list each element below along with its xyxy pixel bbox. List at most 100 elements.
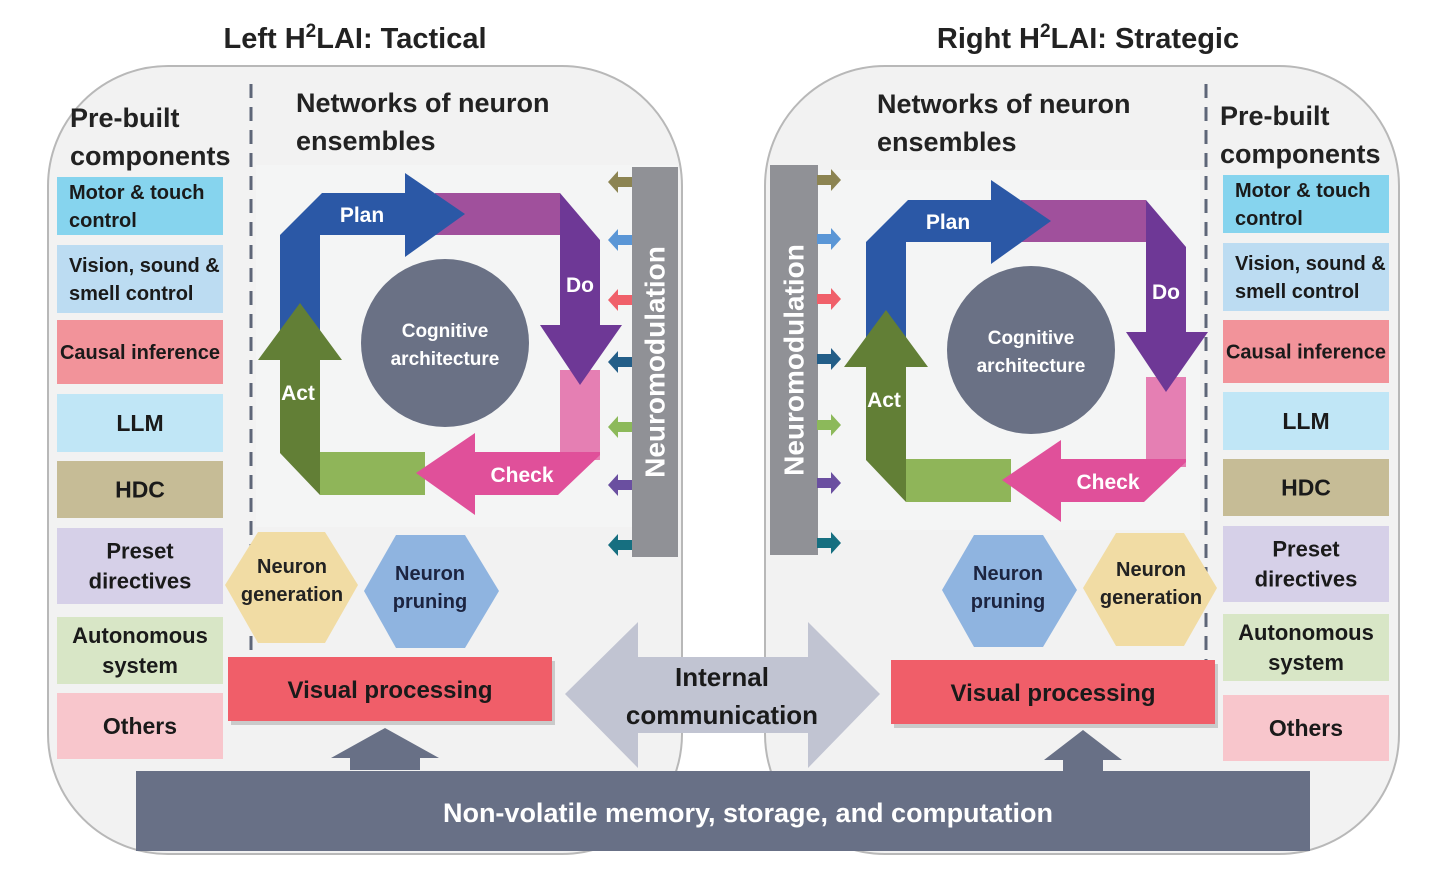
left-visual-processing: Visual processing	[228, 657, 555, 725]
component-label: LLM	[1282, 408, 1329, 434]
left-visual-processing-box	[228, 657, 552, 721]
act-tail	[906, 459, 1011, 502]
neuromodulation-arrow	[608, 229, 632, 251]
neuromodulation-arrow	[817, 348, 841, 370]
neuromodulation-arrow	[608, 474, 632, 496]
neuromodulation-arrow	[817, 414, 841, 436]
component-label: Others	[103, 713, 177, 739]
component-label: smell control	[1235, 281, 1359, 303]
component-box	[57, 320, 223, 384]
left-neuron-generation-hexagon	[225, 532, 358, 643]
component-label: system	[1268, 650, 1344, 675]
component-label: control	[1235, 208, 1303, 230]
cognitive-architecture-label-1: Cognitive	[988, 328, 1075, 349]
neuromodulation-arrow	[817, 169, 841, 191]
component-label: Autonomous	[72, 623, 208, 648]
right-title: Right H2LAI: Strategic	[937, 21, 1239, 55]
left-visual-processing-label: Visual processing	[288, 677, 493, 704]
memory-bar-box	[136, 771, 1310, 851]
neuromodulation-arrow	[817, 288, 841, 310]
component-label: Preset	[106, 539, 174, 564]
act-arrow	[844, 310, 928, 502]
component-label: HDC	[115, 477, 165, 503]
internal-communication-arrow	[565, 622, 880, 768]
left-component-preset-directives: Preset directives	[57, 528, 223, 604]
act-tail	[320, 452, 425, 495]
cognitive-architecture-label-2: architecture	[977, 356, 1086, 377]
left-component-vision-sound-smell-control: Vision, sound & smell control	[57, 245, 223, 313]
neuromodulation-arrow	[608, 534, 632, 556]
right-neuron-generation-hexagon	[1083, 533, 1217, 646]
component-label: directives	[89, 569, 192, 594]
left-neuromodulation-arrows	[608, 171, 632, 556]
memory-bar-label: Non-volatile memory, storage, and comput…	[443, 798, 1053, 828]
right-component-motor-touch-control: Motor & touch control	[1223, 175, 1389, 233]
left-component-others: Others	[57, 693, 223, 759]
component-label: Vision, sound &	[69, 255, 220, 277]
component-box	[1223, 695, 1389, 761]
left-component-hdc: HDC	[57, 461, 223, 518]
right-visual-processing-label: Visual processing	[951, 680, 1156, 707]
cognitive-architecture-label-2: architecture	[391, 349, 500, 370]
neuromodulation-arrow	[817, 532, 841, 554]
component-label: Motor & touch	[1235, 180, 1371, 202]
right-memory-up-arrow	[1044, 730, 1122, 772]
component-label: control	[69, 210, 137, 232]
component-box	[1223, 459, 1389, 516]
component-box	[57, 245, 223, 313]
right-neuromodulation: Neuromodulation	[770, 165, 841, 555]
neuromodulation-arrow	[608, 416, 632, 438]
check-arrow	[1002, 440, 1186, 522]
right-visual-processing: Visual processing	[891, 660, 1218, 728]
memory-bar: Non-volatile memory, storage, and comput…	[136, 771, 1310, 851]
right-visual-processing-box	[891, 660, 1215, 724]
component-box	[57, 394, 223, 452]
right-component-causal-inference: Causal inference	[1223, 320, 1389, 383]
check-tail	[1146, 377, 1186, 467]
right-component-hdc: HDC	[1223, 459, 1389, 516]
right-component-llm: LLM	[1223, 392, 1389, 450]
left-neuromodulation: Neuromodulation	[608, 167, 678, 557]
cognitive-architecture-circle	[361, 259, 529, 427]
right-component-vision-sound-smell-control: Vision, sound & smell control	[1223, 243, 1389, 311]
right-neuron-pruning-hexagon	[942, 535, 1077, 647]
right-neuromodulation-label: Neuromodulation	[779, 244, 810, 476]
component-label: smell control	[69, 283, 193, 305]
do-arrow	[1126, 200, 1208, 392]
left-neuromodulation-label: Neuromodulation	[640, 246, 671, 478]
right-component-autonomous-system: Autonomous system	[1223, 614, 1389, 681]
do-arrow	[540, 193, 622, 385]
act-label: Act	[867, 389, 901, 412]
act-label: Act	[281, 382, 315, 405]
component-label: Vision, sound &	[1235, 253, 1386, 275]
plan-arrow	[866, 180, 1051, 347]
left-memory-up-arrow	[331, 728, 439, 770]
component-box	[1223, 526, 1389, 602]
neuromodulation-arrow	[817, 228, 841, 250]
component-box	[57, 693, 223, 759]
check-label: Check	[490, 464, 553, 487]
left-component-causal-inference: Causal inference	[57, 320, 223, 384]
component-label: Causal inference	[1226, 342, 1386, 364]
component-label: directives	[1255, 567, 1358, 592]
component-box	[57, 461, 223, 518]
do-tail	[1021, 200, 1146, 242]
cognitive-architecture-label-1: Cognitive	[402, 321, 489, 342]
component-box	[57, 177, 223, 235]
component-label: Autonomous	[1238, 620, 1374, 645]
